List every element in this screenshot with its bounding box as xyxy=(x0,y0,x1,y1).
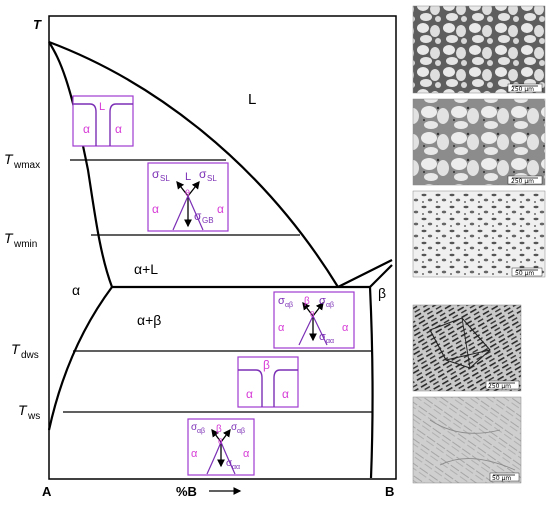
svg-text:σ: σ xyxy=(152,167,160,181)
svg-text:σ: σ xyxy=(199,167,207,181)
svg-text:σ: σ xyxy=(319,331,326,343)
svg-text:T: T xyxy=(4,230,14,246)
solidus-left-curve xyxy=(48,41,114,288)
svg-text:wmin: wmin xyxy=(13,239,37,250)
svg-text:α: α xyxy=(217,202,224,216)
svg-text:σ: σ xyxy=(278,295,285,307)
x-axis-label: %B xyxy=(176,484,197,499)
region-alpha-beta-label: α+β xyxy=(137,312,161,328)
svg-text:αα: αα xyxy=(326,338,334,345)
temperature-label-twmin: T wmin xyxy=(4,230,37,250)
svg-text:α: α xyxy=(243,448,250,460)
svg-text:β: β xyxy=(263,358,270,372)
y-axis-symbol: T xyxy=(33,17,42,32)
svg-text:α: α xyxy=(191,448,198,460)
micrograph-3: 50 µm xyxy=(412,190,546,278)
svg-text:L: L xyxy=(185,171,191,183)
temperature-label-tdws: T dws xyxy=(11,341,39,361)
temperature-label-twmax: T wmax xyxy=(4,151,40,171)
svg-text:σ: σ xyxy=(226,458,233,469)
diagram-frame xyxy=(48,15,397,480)
svg-text:ws: ws xyxy=(27,411,40,422)
svg-text:SL: SL xyxy=(160,174,170,183)
beta-solidus-line xyxy=(369,264,393,288)
svg-text:GB: GB xyxy=(202,216,214,225)
svg-text:α: α xyxy=(342,322,349,334)
micrograph-4: 250 µm xyxy=(412,304,522,392)
svg-text:α: α xyxy=(83,122,90,136)
liquidus-right-curve xyxy=(337,259,393,288)
component-b-label: B xyxy=(385,484,394,499)
svg-text:β: β xyxy=(216,424,222,435)
liquidus-left-curve xyxy=(48,40,339,288)
inset-beta-film: β α α xyxy=(237,356,299,408)
svg-text:T: T xyxy=(18,402,28,418)
svg-text:θ: θ xyxy=(218,437,223,446)
component-a-label: A xyxy=(42,484,52,499)
svg-text:T: T xyxy=(4,151,14,167)
svg-text:α: α xyxy=(246,387,253,401)
inset-wetting-ab-low: σ αβ β σ αβ θ σ αα α α xyxy=(187,418,255,476)
svg-text:σ: σ xyxy=(194,209,202,223)
scale-bar-label: 250 µm xyxy=(488,383,511,390)
svg-text:α: α xyxy=(282,387,289,401)
svg-text:θ: θ xyxy=(310,310,315,319)
svg-text:dws: dws xyxy=(21,350,39,361)
svg-text:σ: σ xyxy=(231,422,238,433)
region-alpha-label: α xyxy=(72,282,80,298)
svg-text:αβ: αβ xyxy=(326,302,334,309)
svg-text:wmax: wmax xyxy=(13,160,40,171)
scale-bar-label: 50 µm xyxy=(515,270,534,277)
svg-text:T: T xyxy=(11,341,21,357)
inset-wetting-sl: σ SL L σ SL θ σ GB α α xyxy=(147,162,229,232)
scale-bar-label: 50 µm xyxy=(492,475,511,482)
region-liquid-label: L xyxy=(248,91,256,108)
temperature-label-tws: T ws xyxy=(18,402,40,422)
svg-text:σ: σ xyxy=(319,295,326,307)
scale-bar-label: 250 µm xyxy=(511,86,534,93)
svg-text:α: α xyxy=(152,202,159,216)
svg-text:α: α xyxy=(115,122,122,136)
solvus-left-curve xyxy=(47,286,113,431)
svg-text:αβ: αβ xyxy=(197,428,205,435)
svg-text:SL: SL xyxy=(207,174,217,183)
solvus-right-curve xyxy=(368,286,374,479)
svg-text:αβ: αβ xyxy=(237,428,245,435)
svg-text:αβ: αβ xyxy=(285,302,293,309)
inset-wetting-ab: σ αβ β σ αβ θ σ αα α α xyxy=(273,291,355,349)
region-alpha-liquid-label: α+L xyxy=(134,261,158,277)
scale-bar-label: 250 µm xyxy=(511,178,534,185)
svg-text:σ: σ xyxy=(191,422,198,433)
region-beta-label: β xyxy=(378,285,386,301)
micrograph-2: 250 µm xyxy=(412,98,546,186)
inset-liquid-film: L α α xyxy=(72,95,134,147)
svg-text:β: β xyxy=(304,296,310,307)
svg-text:αα: αα xyxy=(232,464,240,471)
micrograph-1: 250 µm xyxy=(412,5,546,94)
svg-text:α: α xyxy=(278,322,285,334)
micrograph-5: 50 µm xyxy=(412,396,522,484)
svg-text:θ: θ xyxy=(185,188,190,198)
svg-text:L: L xyxy=(99,101,105,113)
